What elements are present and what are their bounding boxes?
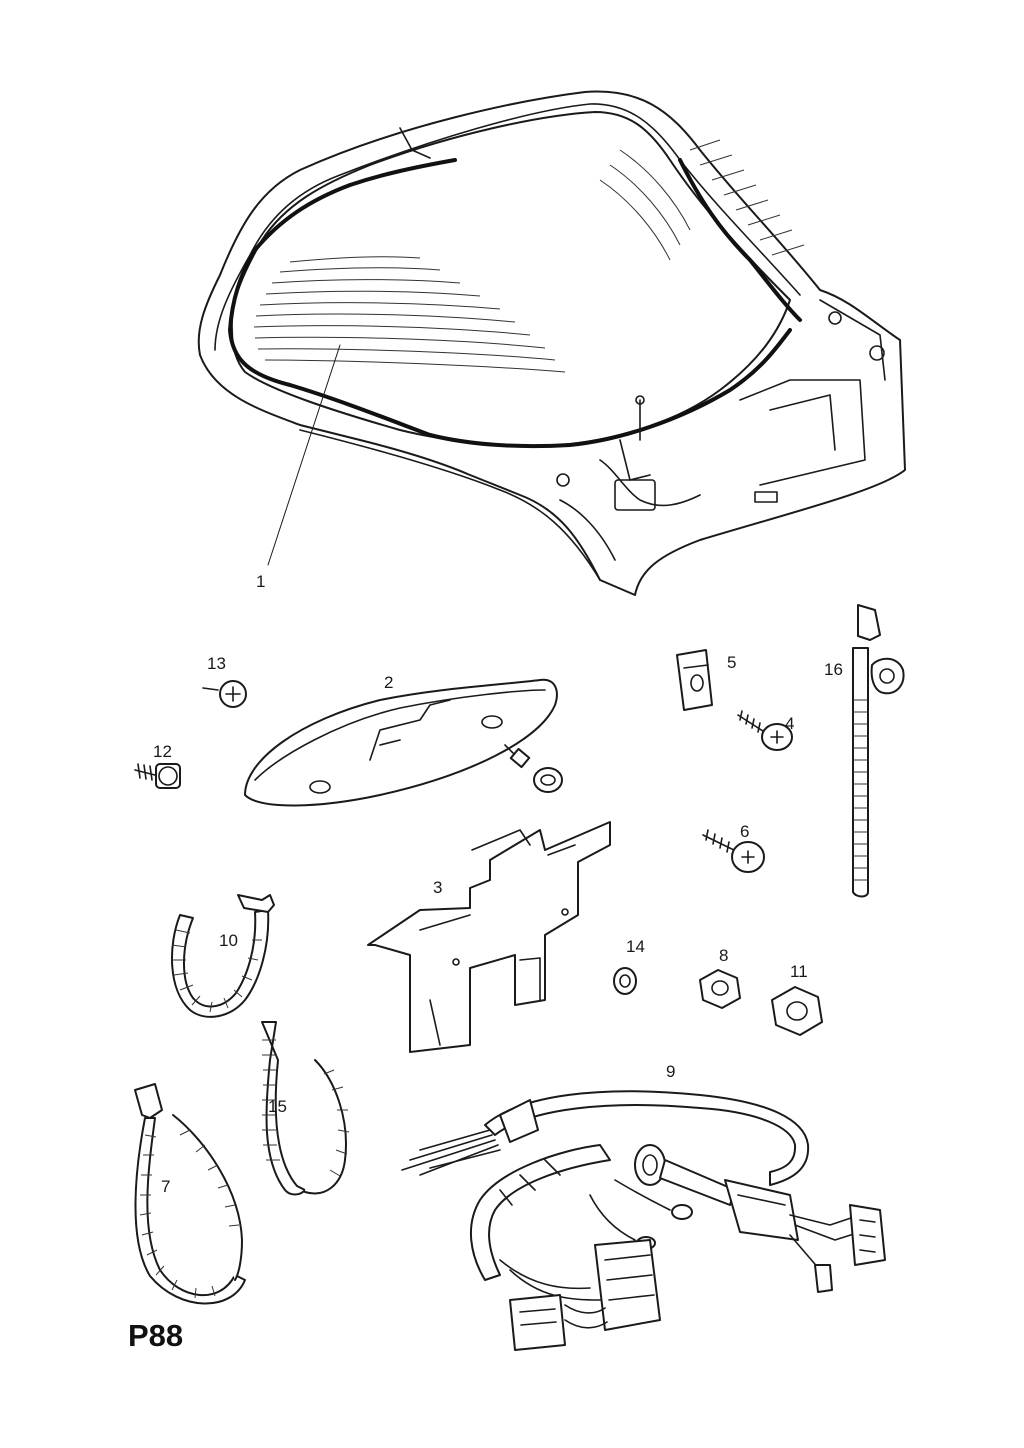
part-number-13: 13 (207, 654, 226, 673)
part-7-cable-tie (134, 1083, 246, 1305)
part-number-1: 1 (256, 572, 265, 591)
part-number-8: 8 (719, 946, 728, 965)
part-number-14: 14 (626, 937, 645, 956)
part-16-cable-tie (852, 604, 905, 898)
part-number-12: 12 (153, 742, 172, 761)
part-3-bracket (367, 821, 611, 1053)
part-5-clip-nut (676, 649, 713, 711)
part-number-6: 6 (740, 822, 749, 841)
part-number-4: 4 (785, 714, 794, 733)
part-number-5: 5 (727, 653, 736, 672)
part-number-2: 2 (384, 673, 393, 692)
part-10-cable-tie (171, 894, 275, 1018)
part-13-screw (202, 680, 247, 708)
part-number-7: 7 (161, 1177, 170, 1196)
part-number-11: 11 (790, 962, 808, 981)
part-number-15: 15 (268, 1097, 287, 1116)
part-15-cable-tie (261, 1021, 350, 1196)
handle-garnish (244, 678, 558, 807)
part-number-3: 3 (433, 878, 442, 897)
part-6-screw (702, 829, 765, 873)
page-code-label: P88 (128, 1318, 184, 1353)
tailgate-assembly (197, 90, 906, 596)
part-8-nut (699, 969, 741, 1009)
handle-screw-and-cap (504, 744, 563, 793)
part-number-10: 10 (219, 931, 238, 950)
part-number-16: 16 (824, 660, 843, 679)
part-number-9: 9 (666, 1062, 675, 1081)
part-9-wiring-harness (401, 1090, 886, 1351)
part-4-screw (737, 710, 793, 751)
part-11-nut (771, 986, 823, 1036)
part-14-washer (613, 967, 637, 995)
part-12-bolt (134, 763, 181, 789)
